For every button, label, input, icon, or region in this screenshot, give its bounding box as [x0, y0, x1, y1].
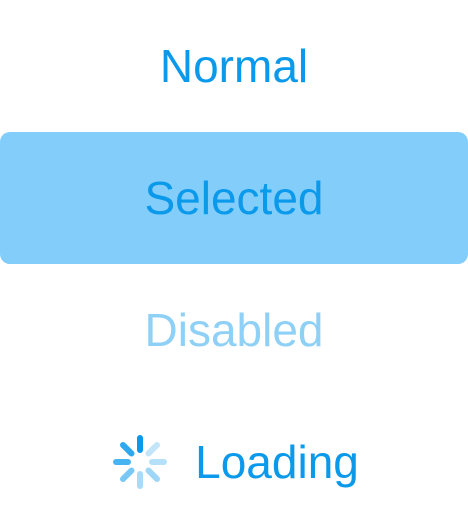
selected-button[interactable]: Selected — [0, 132, 468, 264]
selected-button-label: Selected — [144, 172, 324, 224]
normal-button-label: Normal — [159, 40, 309, 92]
disabled-button: Disabled — [0, 264, 468, 396]
loading-button[interactable]: Loading — [0, 396, 468, 528]
spinner-icon — [113, 435, 168, 489]
normal-button[interactable]: Normal — [0, 0, 468, 132]
loading-button-label: Loading — [195, 436, 359, 488]
disabled-button-label: Disabled — [144, 304, 324, 356]
